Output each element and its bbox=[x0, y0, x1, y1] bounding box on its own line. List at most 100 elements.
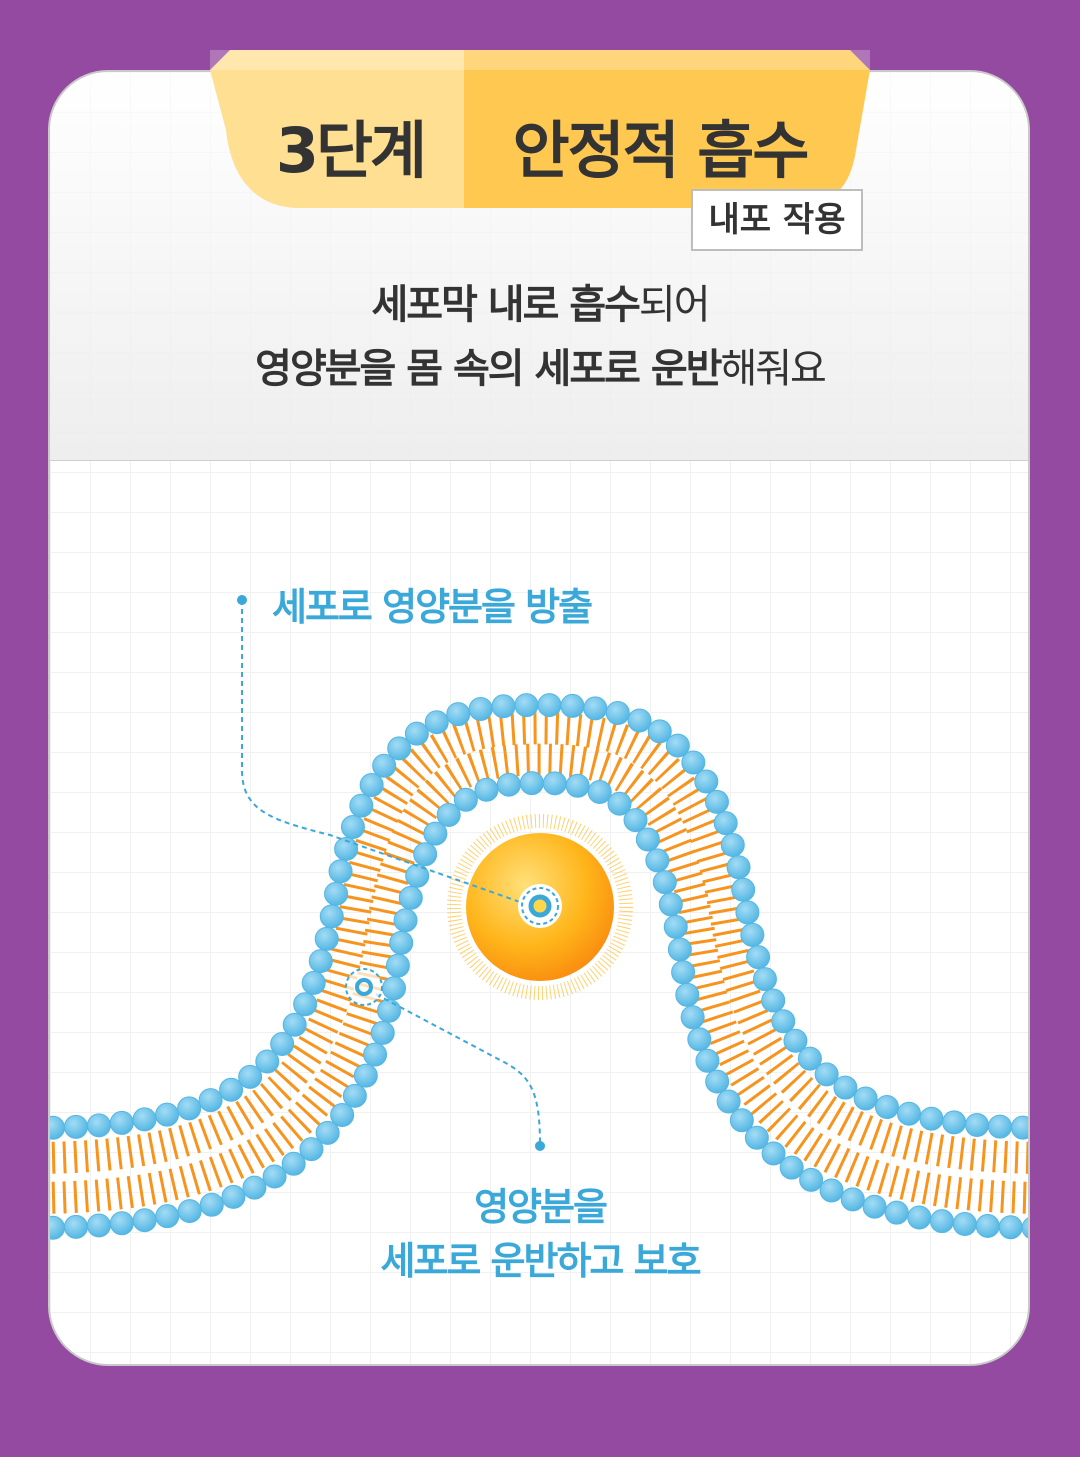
phospholipid-head bbox=[814, 1062, 839, 1087]
phospholipid-head bbox=[542, 771, 567, 796]
phospholipid-head bbox=[359, 773, 384, 798]
phospholipid-head bbox=[1021, 1215, 1028, 1240]
phospholipid-head bbox=[779, 1155, 804, 1180]
phospholipid-head bbox=[63, 1114, 88, 1139]
phospholipid-head bbox=[987, 1114, 1012, 1139]
phospholipid-head bbox=[50, 1115, 65, 1140]
phospholipid-head bbox=[919, 1106, 944, 1131]
phospholipid-head bbox=[255, 1049, 280, 1074]
phospholipid-head bbox=[1034, 1116, 1057, 1139]
phospholipid-head bbox=[761, 1141, 786, 1166]
phospholipid-head bbox=[833, 1075, 858, 1100]
phospholipid-head bbox=[270, 1032, 295, 1057]
phospholipid-head bbox=[819, 1178, 844, 1203]
phospholipid-head bbox=[219, 1077, 244, 1102]
phospholipid-head bbox=[405, 863, 430, 888]
phospholipid-head bbox=[862, 1194, 887, 1219]
phospholipid-head bbox=[262, 1164, 287, 1189]
phospholipid-head bbox=[514, 693, 539, 718]
phospholipid-head bbox=[340, 814, 365, 839]
phospholipid-head bbox=[86, 1113, 111, 1138]
phospholipid-head bbox=[496, 772, 521, 797]
phospholipid-head bbox=[687, 1027, 712, 1052]
phospholipid-head bbox=[293, 992, 318, 1017]
phospholipid-head bbox=[605, 700, 630, 725]
phospholipid-head bbox=[334, 836, 359, 861]
phospholipid-head bbox=[583, 696, 608, 721]
step-title: 안정적 흡수 bbox=[512, 114, 810, 187]
phospholipid-head bbox=[177, 1199, 202, 1224]
phospholipid-head bbox=[382, 976, 407, 1001]
phospholipid-head bbox=[436, 802, 461, 827]
phospholipid-head bbox=[199, 1192, 224, 1217]
phospholipid-head bbox=[735, 900, 760, 925]
phospholipid-head bbox=[623, 808, 648, 833]
phospholipid-head bbox=[635, 827, 660, 852]
phospholipid-head bbox=[746, 945, 771, 970]
phospholipid-head bbox=[799, 1167, 824, 1192]
label-transport-2: 세포로 운반하고 보호 bbox=[380, 1239, 701, 1283]
phospholipid-head bbox=[155, 1204, 180, 1229]
phospholipid-head bbox=[705, 1069, 730, 1094]
phospholipid-head bbox=[771, 1009, 796, 1034]
phospholipid-head bbox=[424, 710, 449, 735]
phospholipid-head bbox=[726, 855, 751, 880]
phospholipid-head bbox=[519, 771, 544, 796]
phospholipid-head bbox=[155, 1102, 180, 1127]
phospholipid-head bbox=[680, 1005, 705, 1030]
phospholipid-head bbox=[363, 1042, 388, 1067]
phospholipid-head bbox=[695, 1048, 720, 1073]
transport-marker bbox=[345, 968, 383, 1006]
desc-bold-2: 영양분을 몸 속의 세포로 운반 bbox=[255, 346, 722, 392]
phospholipid-head bbox=[198, 1088, 223, 1113]
label-transport-1: 영양분을 bbox=[474, 1185, 608, 1229]
phospholipid-head bbox=[667, 937, 692, 962]
phospholipid-head bbox=[282, 1012, 307, 1037]
phospholipid-head bbox=[627, 708, 652, 733]
phospholipid-head bbox=[308, 949, 333, 974]
phospholipid-head bbox=[665, 733, 690, 758]
phospholipid-head bbox=[761, 988, 786, 1013]
phospholipid-head bbox=[404, 721, 429, 746]
phospholipid-head bbox=[671, 960, 696, 985]
phospholipid-head bbox=[716, 1089, 741, 1114]
phospholipid-head bbox=[731, 877, 756, 902]
phospholipid-head bbox=[720, 833, 745, 858]
phospholipid-head bbox=[840, 1187, 865, 1212]
phospholipid-head bbox=[645, 848, 670, 873]
phospholipid-head bbox=[132, 1107, 157, 1132]
phospholipid-head bbox=[675, 982, 700, 1007]
phospholipid-head bbox=[349, 793, 374, 818]
phospholipid-head bbox=[729, 1108, 754, 1133]
phospholipid-head bbox=[874, 1095, 899, 1120]
phospholipid-head bbox=[330, 1102, 355, 1127]
phospholipid-head bbox=[370, 1020, 395, 1045]
phospholipid-head bbox=[238, 1064, 263, 1089]
phospholipid-head bbox=[752, 967, 777, 992]
phospholipid-head bbox=[491, 694, 516, 719]
phospholipid-head bbox=[797, 1046, 822, 1071]
phospholipid-head bbox=[942, 1110, 967, 1135]
phospholipid-head bbox=[387, 736, 412, 761]
phospholipid-head bbox=[713, 811, 738, 836]
phospholipid-head bbox=[474, 777, 499, 802]
phospholipid-head bbox=[389, 930, 414, 955]
phospholipid-head bbox=[319, 904, 344, 929]
phospholipid-head bbox=[740, 922, 765, 947]
phospholipid-head bbox=[423, 821, 448, 846]
step-tab: 3단계 안정적 흡수 bbox=[210, 50, 870, 208]
phospholipid-head bbox=[537, 693, 562, 718]
phospholipid-head bbox=[453, 787, 478, 812]
leader-line-release bbox=[241, 600, 521, 903]
phospholipid-head bbox=[281, 1151, 306, 1176]
desc-rest-1: 되어 bbox=[638, 282, 711, 328]
phospholipid-head bbox=[413, 842, 438, 867]
description-line-2: 영양분을 몸 속의 세포로 운반해줘요 bbox=[0, 336, 1080, 394]
desc-bold-1: 세포막 내로 흡수 bbox=[371, 282, 640, 328]
phospholipid-head bbox=[704, 789, 729, 814]
phospholipid-head bbox=[221, 1184, 246, 1209]
info-card bbox=[48, 70, 1030, 1366]
phospholipid-head bbox=[652, 870, 677, 895]
phospholipid-head bbox=[681, 750, 706, 775]
